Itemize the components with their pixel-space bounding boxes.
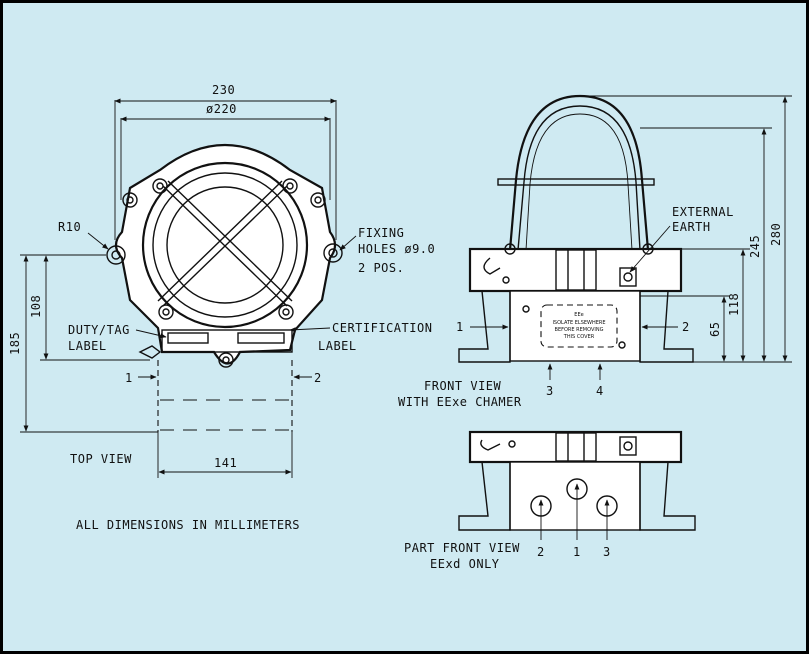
top-entry-2-label: 2 — [314, 371, 322, 385]
dim-label-185: 185 — [8, 332, 22, 355]
fixing-holes-label-1: FIXING — [358, 226, 404, 240]
cover-screws — [122, 178, 326, 368]
external-earth-label-2: EARTH — [672, 220, 711, 234]
part-housing-top — [468, 430, 683, 464]
dim-label-245: 245 — [748, 235, 762, 258]
part-front-view: 2 1 3 PART FRONT VIEW EExd ONLY — [404, 430, 696, 571]
eexd-chamber — [509, 461, 641, 531]
duty-tag-label-1: DUTY/TAG — [68, 323, 130, 337]
certification-label-1: CERTIFICATION — [332, 321, 432, 335]
front-entry-4-label: 4 — [596, 384, 604, 398]
front-view: EEe ISOLATE ELSEWHERE BEFORE REMOVING TH… — [398, 94, 792, 409]
part-entry-3-label: 3 — [603, 545, 611, 559]
front-center-block — [555, 249, 597, 291]
warning-text-2: ISOLATE ELSEWHERE — [552, 320, 605, 326]
lens-ring-outer — [141, 161, 309, 329]
certification-plate — [237, 332, 285, 344]
top-entry-1-label: 1 — [125, 371, 133, 385]
earth-terminal — [619, 267, 637, 287]
dim-label-141: 141 — [214, 456, 237, 470]
fixing-holes-label-3: 2 POS. — [358, 261, 404, 275]
terminal-box — [161, 329, 293, 353]
certification-label-2: LABEL — [318, 339, 357, 353]
top-view: 230 ø220 — [8, 83, 435, 478]
eexe-chamber — [509, 290, 641, 362]
dim-label-108: 108 — [29, 295, 43, 318]
dim-label-230: 230 — [212, 83, 235, 97]
warning-text-4: THIS COVER — [563, 334, 595, 340]
front-entry-2-label: 2 — [682, 320, 690, 334]
dim-label-118: 118 — [727, 293, 741, 316]
part-entry-2-label: 2 — [537, 545, 545, 559]
part-entry-1-label: 1 — [573, 545, 581, 559]
dim-label-r10: R10 — [58, 220, 81, 234]
fixing-lug-right — [323, 243, 343, 263]
guard-bar-2 — [162, 185, 288, 307]
dim-label-280: 280 — [769, 223, 783, 246]
right-foot — [639, 290, 694, 363]
front-entry-1-label: 1 — [456, 320, 464, 334]
warning-text-1: EEe — [574, 312, 583, 318]
front-entry-3-label: 3 — [546, 384, 554, 398]
fixing-holes-label-2: HOLES ø9.0 — [358, 242, 435, 256]
left-foot — [458, 290, 511, 363]
warning-text-3: BEFORE REMOVING — [555, 327, 604, 333]
front-view-caption-2: WITH EExe CHAMER — [398, 395, 522, 409]
fixing-lug-left — [106, 245, 126, 265]
dim-label-220: ø220 — [206, 102, 237, 116]
dim-label-65: 65 — [708, 322, 722, 337]
front-earth-lug — [483, 257, 501, 275]
warning-label-plate — [540, 304, 618, 348]
top-view-caption: TOP VIEW — [70, 452, 132, 466]
front-view-caption-1: FRONT VIEW — [424, 379, 502, 393]
external-earth-label-1: EXTERNAL — [672, 205, 734, 219]
units-footnote: ALL DIMENSIONS IN MILLIMETERS — [76, 518, 300, 532]
earth-lug — [138, 345, 162, 359]
housing-outline — [114, 144, 337, 365]
lens-ring-inner — [166, 186, 284, 304]
duty-tag-label-2: LABEL — [68, 339, 107, 353]
part-front-caption-1: PART FRONT VIEW — [404, 541, 520, 555]
front-housing-top — [468, 247, 683, 293]
guard-rod — [497, 178, 655, 186]
part-front-caption-2: EExd ONLY — [430, 557, 500, 571]
duty-tag-plate — [167, 332, 209, 344]
